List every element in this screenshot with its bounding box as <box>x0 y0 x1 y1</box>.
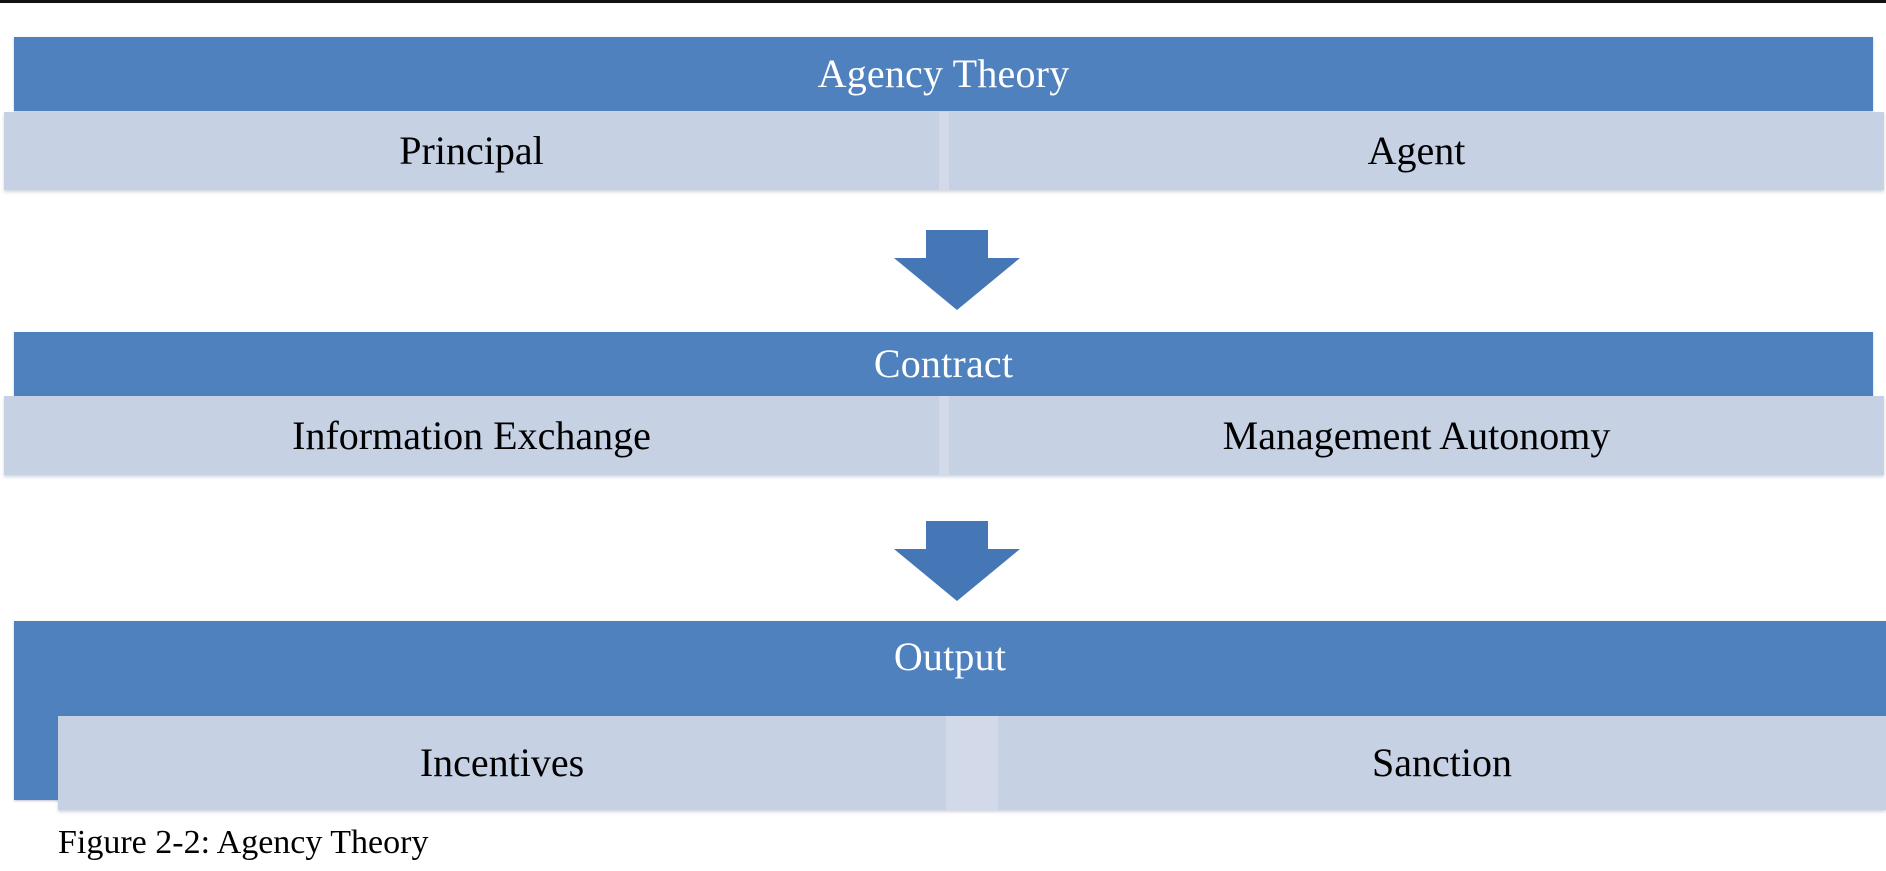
cell-label: Agent <box>1367 128 1466 173</box>
cell-management-autonomy: Management Autonomy <box>949 396 1884 475</box>
level-header-contract: Contract <box>14 332 1873 396</box>
down-arrow-icon <box>894 521 1020 601</box>
cell-divider <box>939 396 949 475</box>
cell-incentives: Incentives <box>58 716 946 810</box>
down-arrow-icon <box>894 230 1020 310</box>
level-header-agency-theory: Agency Theory <box>14 37 1873 111</box>
cell-principal: Principal <box>4 112 939 190</box>
cell-label: Management Autonomy <box>1222 412 1611 458</box>
cell-label: Information Exchange <box>292 412 651 458</box>
figure-caption: Figure 2-2: Agency Theory <box>58 824 429 861</box>
level-header-label: Output <box>893 634 1007 679</box>
cell-divider <box>939 112 949 190</box>
cell-label: Incentives <box>419 740 585 785</box>
level-header-label: Agency Theory <box>817 51 1070 96</box>
cell-label: Principal <box>399 128 544 173</box>
level-row-agency-theory: Principal Agent <box>4 112 1884 190</box>
level-row-contract: Information Exchange Management Autonomy <box>4 396 1884 475</box>
level-row-output: Incentives Sanction <box>58 716 1886 810</box>
cell-sanction: Sanction <box>998 716 1886 810</box>
level-header-label: Contract <box>873 341 1014 386</box>
cell-information-exchange: Information Exchange <box>4 396 939 475</box>
cell-agent: Agent <box>949 112 1884 190</box>
cell-label: Sanction <box>1372 740 1512 785</box>
cell-divider <box>946 716 998 810</box>
page-top-rule <box>0 0 1886 3</box>
